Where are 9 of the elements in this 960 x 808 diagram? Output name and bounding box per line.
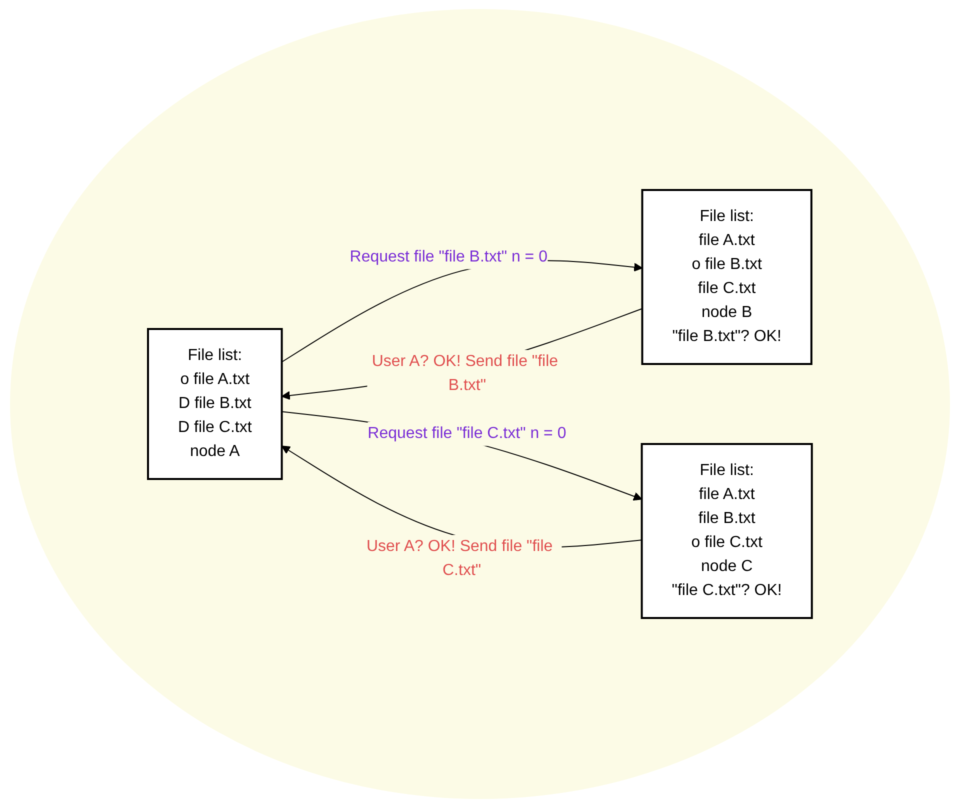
edge-label: Request file "file B.txt" n = 0 <box>350 248 548 266</box>
edge-label: User A? OK! Send file "file C.txt" <box>366 538 553 579</box>
node-box: File list: file A.txt o file B.txt file C.txt node B "file B.txt"? OK! <box>641 189 812 365</box>
node-box: File list: o file A.txt D file B.txt D file C.txt node A <box>147 328 283 480</box>
arrow <box>281 411 642 501</box>
arrow <box>281 308 643 400</box>
edge-label: Request file "file C.txt" n = 0 <box>368 424 566 442</box>
edge-label: User A? OK! Send file "file B.txt" <box>372 352 558 394</box>
node-box: File list: file A.txt file B.txt o file C.txt node C "file C.txt"? OK! <box>640 443 813 619</box>
